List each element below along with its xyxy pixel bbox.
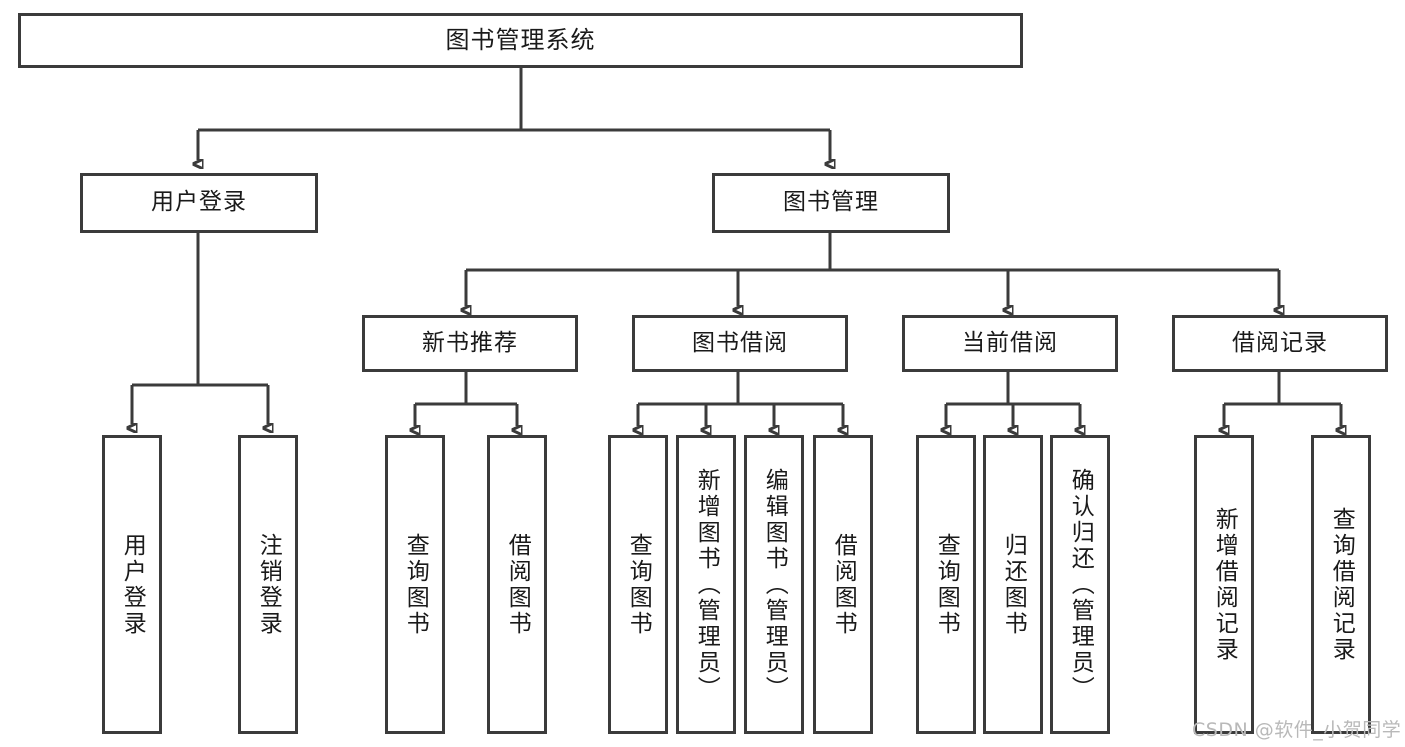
- leaf-return-book[interactable]: 归还图书: [983, 435, 1043, 734]
- node-label: 当前借阅: [962, 329, 1058, 356]
- node-label: 编辑图书（管理员）: [761, 467, 788, 702]
- node-label: 新增借阅记录: [1211, 506, 1238, 663]
- node-label: 查询借阅记录: [1328, 506, 1355, 663]
- leaf-query-book-current[interactable]: 查询图书: [916, 435, 976, 734]
- csdn-watermark: CSDN @软件_小贺同学: [1192, 719, 1402, 741]
- node-label: 图书管理系统: [445, 26, 596, 55]
- node-label: 确认归还（管理员）: [1067, 467, 1094, 702]
- leaf-query-borrow-record[interactable]: 查询借阅记录: [1311, 435, 1371, 734]
- leaf-logout[interactable]: 注销登录: [238, 435, 298, 734]
- node-borrow-records[interactable]: 借阅记录: [1172, 315, 1388, 372]
- leaf-add-book-admin[interactable]: 新增图书（管理员）: [676, 435, 736, 734]
- leaf-query-book-newbook[interactable]: 查询图书: [385, 435, 445, 734]
- node-root-library-system[interactable]: 图书管理系统: [18, 13, 1023, 68]
- node-label: 借阅图书: [830, 532, 857, 637]
- leaf-edit-book-admin[interactable]: 编辑图书（管理员）: [744, 435, 804, 734]
- node-label: 用户登录: [151, 189, 247, 216]
- node-label: 注销登录: [255, 532, 282, 637]
- node-user-login[interactable]: 用户登录: [80, 173, 318, 233]
- node-label: 图书管理: [783, 189, 879, 216]
- leaf-borrow-book[interactable]: 借阅图书: [813, 435, 873, 734]
- leaf-add-borrow-record[interactable]: 新增借阅记录: [1194, 435, 1254, 734]
- node-label: 查询图书: [402, 532, 429, 637]
- node-new-book-recommend[interactable]: 新书推荐: [362, 315, 578, 372]
- leaf-confirm-return-admin[interactable]: 确认归还（管理员）: [1050, 435, 1110, 734]
- node-label: 新增图书（管理员）: [693, 467, 720, 702]
- node-label: 借阅记录: [1232, 329, 1328, 356]
- leaf-user-login[interactable]: 用户登录: [102, 435, 162, 734]
- leaf-query-book-borrow[interactable]: 查询图书: [608, 435, 668, 734]
- node-label: 新书推荐: [422, 329, 518, 356]
- node-label: 用户登录: [119, 532, 146, 637]
- node-book-borrow[interactable]: 图书借阅: [632, 315, 848, 372]
- node-label: 借阅图书: [504, 532, 531, 637]
- node-label: 查询图书: [933, 532, 960, 637]
- node-book-management[interactable]: 图书管理: [712, 173, 950, 233]
- node-label: 查询图书: [625, 532, 652, 637]
- leaf-borrow-book-newbook[interactable]: 借阅图书: [487, 435, 547, 734]
- node-label: 归还图书: [1000, 532, 1027, 637]
- node-current-borrow[interactable]: 当前借阅: [902, 315, 1118, 372]
- node-label: 图书借阅: [692, 329, 788, 356]
